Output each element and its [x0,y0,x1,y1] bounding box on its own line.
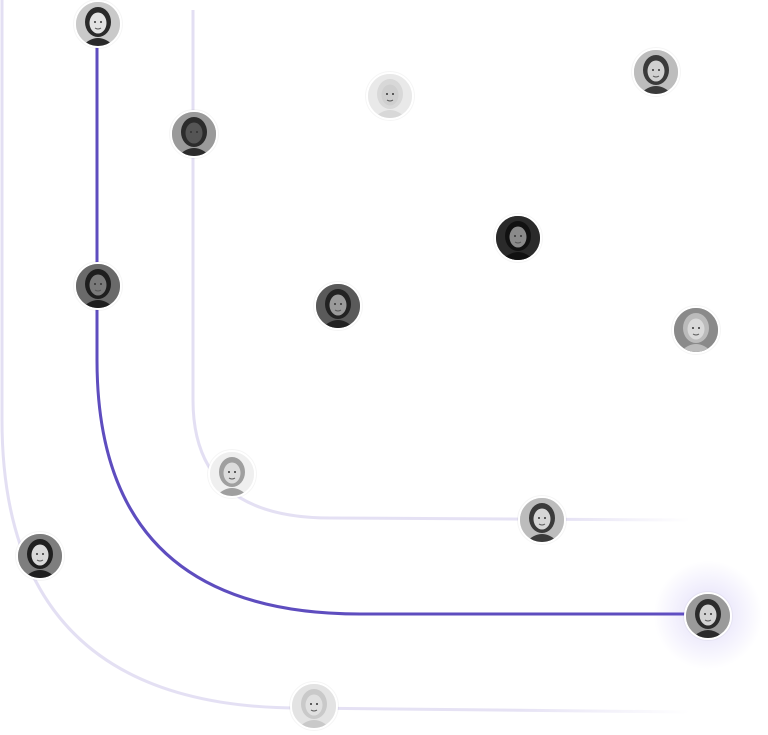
person-icon [368,74,412,118]
outer-light-path [0,0,691,714]
avatar-woman-blonde-bottom[interactable] [290,682,338,730]
person-icon [18,534,62,578]
avatar-woman-dark-hair-mid[interactable] [518,496,566,544]
avatar-man-cap-top-right[interactable] [632,48,680,96]
person-icon [674,308,718,352]
highlighted-path [95,24,708,616]
avatar-woman-top-left[interactable] [74,0,122,48]
avatar-woman-highlighted[interactable] [684,592,732,640]
avatar-dark-center[interactable] [494,214,542,262]
inner-light-path [191,10,691,522]
person-icon [634,50,678,94]
person-icon [316,284,360,328]
person-icon [520,498,564,542]
avatar-man-dark-upper[interactable] [170,110,218,158]
avatar-woman-blonde-top[interactable] [366,72,414,120]
person-icon [210,452,254,496]
avatar-man-beanie[interactable] [74,262,122,310]
avatar-woman-smiling-left[interactable] [16,532,64,580]
person-icon [172,112,216,156]
person-icon [292,684,336,728]
avatar-man-glasses[interactable] [314,282,362,330]
avatar-woman-redhead[interactable] [208,450,256,498]
person-icon [686,594,730,638]
avatar-woman-right[interactable] [672,306,720,354]
person-icon [76,2,120,46]
person-icon [76,264,120,308]
person-icon [496,216,540,260]
